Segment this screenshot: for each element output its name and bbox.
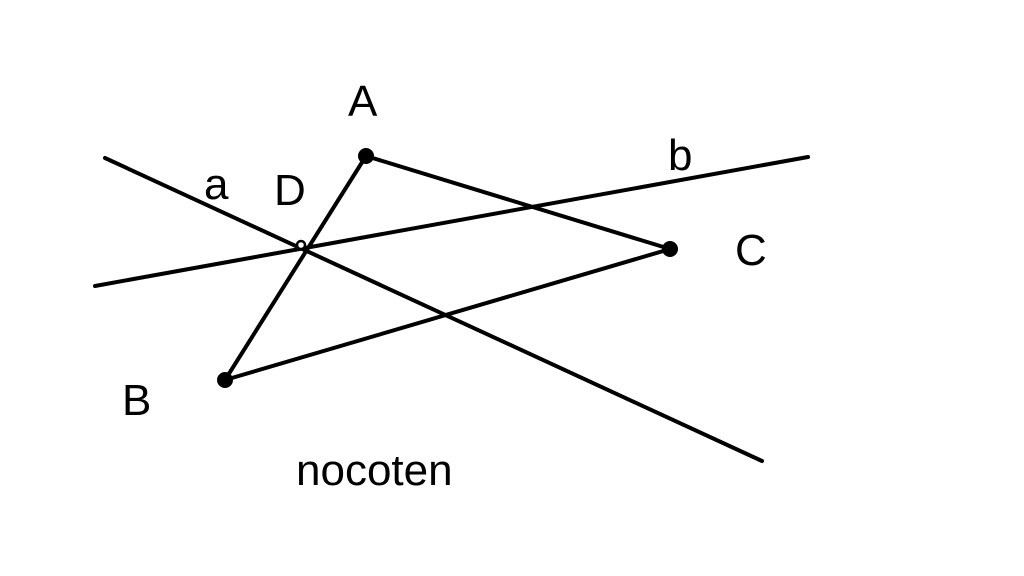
caption: nocoten <box>296 446 453 495</box>
point-A <box>358 148 374 164</box>
label-line-b: b <box>668 131 692 180</box>
label-B: B <box>122 376 151 425</box>
label-line-a: a <box>204 160 229 209</box>
point-C <box>662 241 678 257</box>
label-A: A <box>348 77 378 126</box>
line-b <box>93 155 810 288</box>
segment-AB <box>223 154 368 382</box>
label-D: D <box>274 166 306 215</box>
label-C: C <box>735 226 767 275</box>
segment-AC <box>364 154 672 251</box>
line-a <box>103 156 764 463</box>
segment-BC <box>223 247 672 382</box>
point-D <box>295 239 307 251</box>
point-B <box>217 372 233 388</box>
